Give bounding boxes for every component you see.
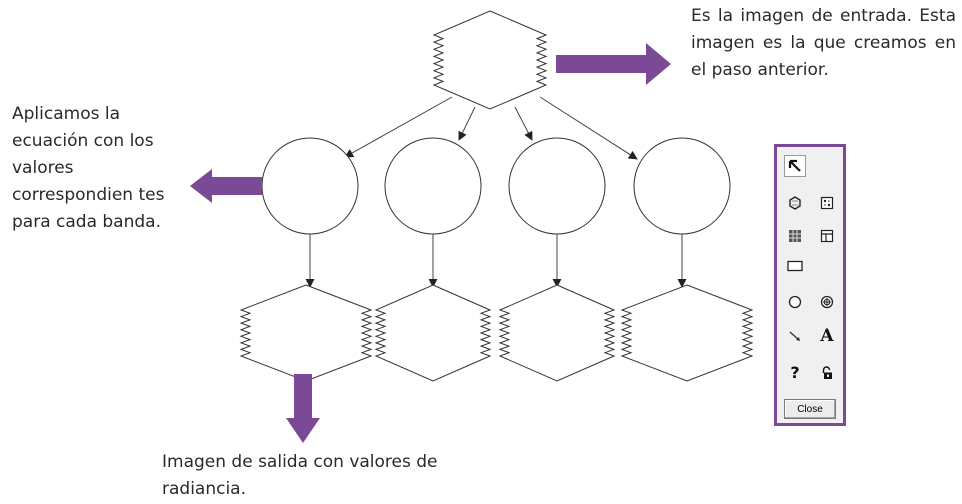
output-image-node[interactable]	[239, 284, 373, 382]
output-connectors	[305, 234, 687, 288]
lock-icon[interactable]	[816, 362, 838, 384]
connector-line	[539, 96, 638, 160]
raster-hexagon-shape	[239, 284, 373, 382]
output-image-node[interactable]	[620, 284, 754, 382]
input-connectors	[344, 96, 638, 160]
function-node[interactable]	[384, 137, 482, 235]
output-image-node[interactable]	[374, 284, 492, 382]
grid-dots-icon[interactable]	[816, 192, 838, 214]
circle-cross-icon[interactable]	[816, 291, 838, 313]
arrow-pointer-icon[interactable]	[784, 155, 806, 177]
raster-hexagon-shape	[374, 284, 492, 382]
raster-hexagon-shape	[498, 284, 616, 382]
window-layout-icon[interactable]	[816, 225, 838, 247]
connector-icon[interactable]	[784, 325, 806, 347]
connector-line	[344, 96, 453, 158]
output-image-node[interactable]	[498, 284, 616, 382]
connector-line	[514, 106, 533, 141]
input-callout-arrow	[556, 43, 671, 85]
input-image-node[interactable]	[432, 10, 548, 110]
input-image-annotation: Es la imagen de entrada. Esta imagen es …	[691, 6, 956, 80]
hexagon-raster-icon[interactable]	[784, 192, 806, 214]
function-node[interactable]	[508, 137, 606, 235]
rectangle-icon[interactable]	[784, 255, 806, 277]
function-node[interactable]	[261, 137, 359, 235]
equation-annotation: Aplicamos la ecuación con los valores co…	[12, 104, 165, 232]
connector-line	[458, 106, 476, 141]
circle-icon[interactable]	[784, 291, 806, 313]
tool-palette: A ? Close	[774, 144, 846, 426]
text-tool-icon[interactable]: A	[820, 325, 834, 346]
output-callout-arrow	[286, 374, 320, 443]
equation-callout-arrow	[190, 169, 262, 203]
function-nodes	[261, 137, 731, 235]
table-icon[interactable]	[784, 225, 806, 247]
raster-hexagon-shape	[620, 284, 754, 382]
help-icon[interactable]: ?	[790, 363, 800, 382]
palette-close-button[interactable]: Close	[784, 399, 836, 419]
raster-hexagon-shape	[432, 10, 548, 110]
function-node[interactable]	[633, 137, 731, 235]
output-image-annotation: Imagen de salida con valores de radianci…	[162, 452, 438, 499]
